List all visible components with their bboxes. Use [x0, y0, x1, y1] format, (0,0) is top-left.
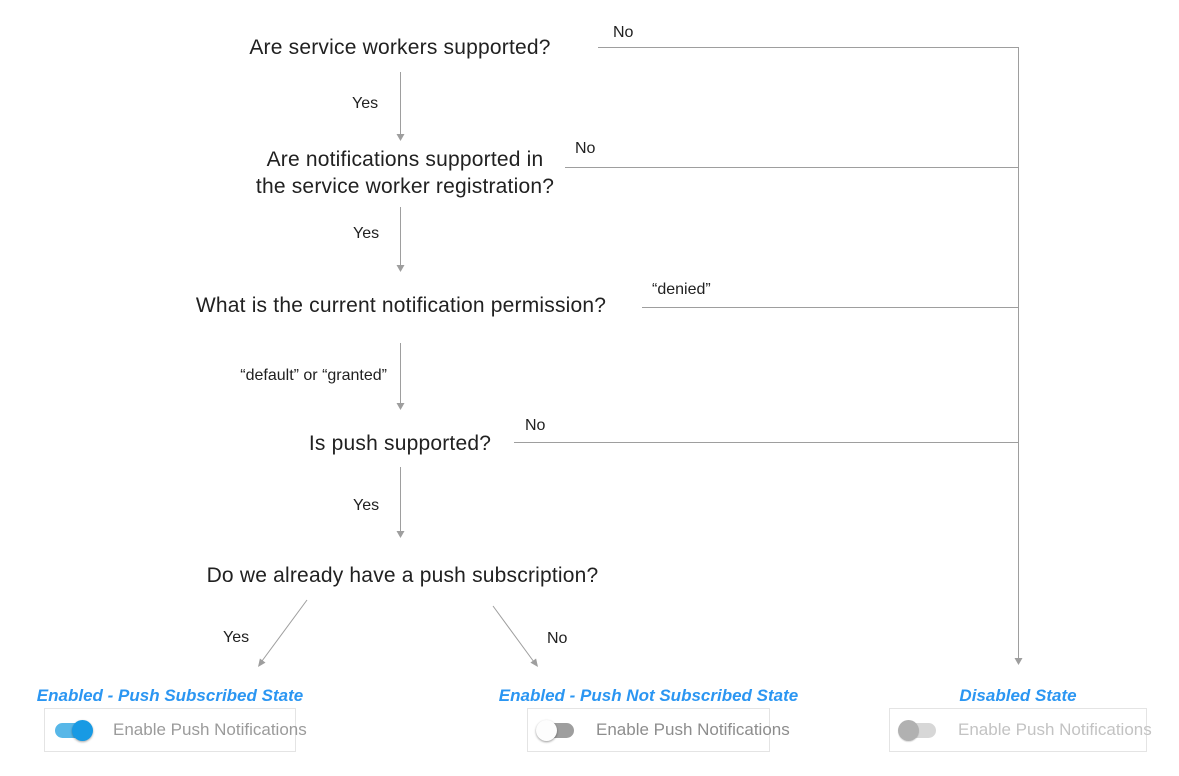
- edge-label-q2-yes: Yes: [353, 225, 380, 242]
- toggle-thumb: [72, 719, 93, 741]
- edge-label-q4-no: No: [525, 417, 546, 434]
- edge-label-q5-no: No: [547, 630, 568, 647]
- q5-no-line: [492, 605, 535, 663]
- toggle-thumb: [536, 719, 557, 741]
- q2-yes-arrowhead: [396, 265, 405, 272]
- question-text-line-2: the service worker registration?: [255, 175, 555, 198]
- question-existing-push-subscription: Do we already have a push subscription?: [150, 562, 655, 589]
- state-label: Enabled - Push Not Subscribed State: [498, 686, 799, 705]
- push-toggle-card: Enable Push Notifications: [889, 708, 1152, 752]
- q5-no-arrowhead: [530, 658, 538, 667]
- state-label: Disabled State: [959, 686, 1077, 705]
- question-text: What is the current notification permiss…: [195, 294, 607, 317]
- question-text: Do we already have a push subscription?: [206, 564, 599, 587]
- push-toggle-card: Enable Push Notifications: [44, 708, 307, 752]
- toggle-label: Enable Push Notifications: [596, 720, 790, 739]
- toggle-label: Enable Push Notifications: [958, 720, 1152, 739]
- edge-label-q3-default-or-granted: “default” or “granted”: [240, 367, 387, 384]
- state-enabled-push-subscribed: Enabled - Push Subscribed State Enable P…: [33, 687, 307, 752]
- edge-label-q4-yes: Yes: [353, 497, 380, 514]
- disabled-arrowhead: [1014, 658, 1023, 665]
- edge-label-q5-yes: Yes: [223, 629, 250, 646]
- edge-label-q1-no: No: [613, 24, 634, 41]
- push-toggle-switch-disabled: [898, 719, 936, 741]
- toggle-thumb: [898, 719, 919, 741]
- state-label: Enabled - Push Subscribed State: [36, 686, 304, 705]
- question-current-notification-permission: What is the current notification permiss…: [121, 292, 681, 319]
- q3-down-arrowhead: [396, 403, 405, 410]
- question-text: Are service workers supported?: [249, 36, 551, 59]
- edge-label-q3-denied: “denied”: [652, 281, 711, 298]
- question-are-notifications-supported: Are notifications supported in the servi…: [150, 146, 660, 200]
- state-disabled: Disabled State Enable Push Notifications: [889, 686, 1152, 752]
- q4-yes-arrowhead: [396, 531, 405, 538]
- edge-label-q1-yes: Yes: [352, 95, 379, 112]
- question-is-push-supported: Is push supported?: [250, 430, 550, 457]
- push-toggle-card: Enable Push Notifications: [527, 708, 790, 752]
- q1-yes-arrowhead: [396, 134, 405, 141]
- push-toggle-switch-off[interactable]: [536, 719, 574, 741]
- question-text-line-1: Are notifications supported in: [266, 148, 544, 171]
- edge-label-q2-no: No: [575, 140, 596, 157]
- question-text: Is push supported?: [308, 432, 492, 455]
- q5-yes-arrowhead: [258, 658, 266, 667]
- question-are-service-workers-supported: Are service workers supported?: [150, 34, 650, 61]
- q5-yes-line: [261, 599, 308, 662]
- toggle-label: Enable Push Notifications: [113, 720, 307, 739]
- state-enabled-push-not-subscribed: Enabled - Push Not Subscribed State Enab…: [497, 687, 800, 752]
- push-toggle-switch-on[interactable]: [55, 719, 93, 741]
